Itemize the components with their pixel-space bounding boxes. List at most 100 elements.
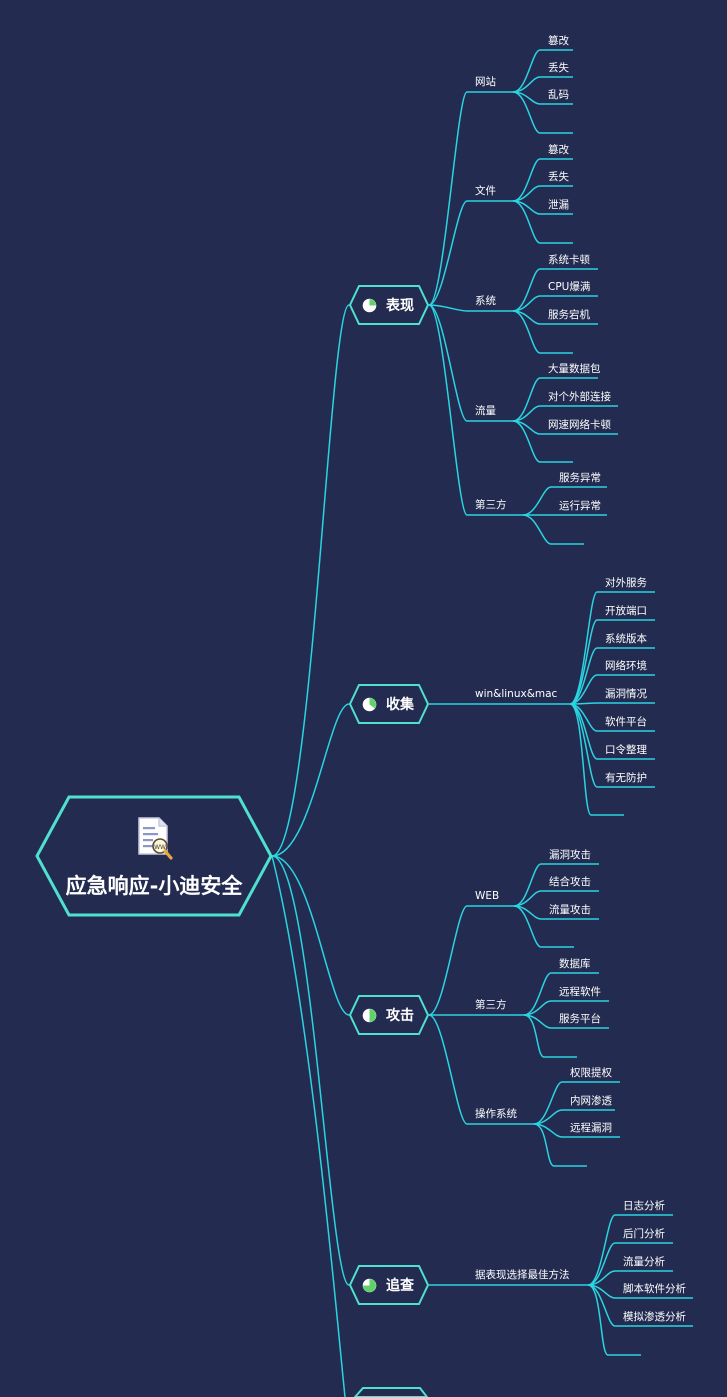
connector-leaf-2-0-0 [513,863,542,907]
connector-0-0 [428,91,468,306]
leaf-1-0-0[interactable]: 对外服务 [605,577,647,589]
leaf-0-0-1[interactable]: 丢失 [548,62,569,74]
leaf-0-3-1[interactable]: 对个外部连接 [548,391,611,403]
connector-leaf-3-0-5 [587,1284,609,1356]
connector-leaf-0-1-3 [512,200,541,244]
root-node-shape [35,795,273,917]
document-search-icon: WW [138,817,173,860]
leaf-3-0-2[interactable]: 流量分析 [623,1256,665,1268]
leaf-0-0-0[interactable]: 篡改 [548,35,569,47]
sub-node-0-0[interactable]: 网站 [475,76,496,88]
leaf-1-0-1[interactable]: 开放端口 [605,605,647,617]
leaf-0-1-0[interactable]: 篡改 [548,144,569,156]
pie-icon [362,1008,377,1023]
connector-root-1 [271,703,350,857]
leaf-3-0-0[interactable]: 日志分析 [623,1200,665,1212]
connector-leaf-2-0-1 [513,890,542,907]
connector-leaf-2-2-3 [533,1123,555,1167]
connector-root-offscreen [271,855,346,1397]
leaf-3-0-4[interactable]: 模拟渗透分析 [623,1311,686,1323]
sub-node-0-4[interactable]: 第三方 [475,499,507,511]
connector-leaf-1-0-0 [569,591,598,705]
pie-icon [362,1278,377,1293]
connector-leaf-3-0-0 [587,1214,616,1286]
main-node-2[interactable]: 攻击 [349,995,429,1035]
connector-leaf-1-0-3 [569,674,598,705]
leaf-2-2-2[interactable]: 远程漏洞 [570,1122,612,1134]
connector-leaf-0-0-3 [512,91,541,134]
connector-root-0 [271,304,350,857]
leaf-3-0-3[interactable]: 脚本软件分析 [623,1283,686,1295]
sub-node-2-1[interactable]: 第三方 [475,999,507,1011]
connector-leaf-3-0-1 [587,1242,616,1286]
sub-node-2-2[interactable]: 操作系统 [475,1108,517,1120]
main-node-1[interactable]: 收集 [349,684,429,724]
pie-icon [362,298,377,313]
svg-text:WW: WW [154,844,166,851]
sub-node-0-3[interactable]: 流量 [475,405,496,417]
connector-leaf-2-1-0 [523,972,552,1016]
connector-leaf-0-0-0 [512,49,541,93]
connector-leaf-2-1-3 [523,1014,545,1058]
leaf-0-3-2[interactable]: 网速网络卡顿 [548,419,611,431]
leaf-1-0-7[interactable]: 有无防护 [605,772,647,784]
leaf-0-2-2[interactable]: 服务宕机 [548,309,590,321]
leaf-0-2-0[interactable]: 系统卡顿 [548,254,590,266]
connector-root-2 [271,855,350,1016]
connector-leaf-2-0-3 [513,905,542,948]
connector-leaf-0-2-3 [512,310,541,354]
leaf-2-1-1[interactable]: 远程软件 [559,986,601,998]
connector-root-3 [271,855,350,1286]
leaf-0-1-2[interactable]: 泄漏 [548,199,569,211]
main-node-0[interactable]: 表现 [349,285,429,325]
leaf-1-0-3[interactable]: 网络环境 [605,660,647,672]
leaf-2-0-1[interactable]: 结合攻击 [549,876,591,888]
main-node-label-3: 追查 [386,1278,414,1294]
partial-main-node [353,1387,429,1397]
connector-leaf-0-4-2 [522,514,552,545]
main-node-3[interactable]: 追查 [349,1265,429,1305]
sub-node-0-1[interactable]: 文件 [475,185,496,197]
connector-0-3 [428,304,468,422]
leaf-0-4-1[interactable]: 运行异常 [559,500,601,512]
connector-leaf-0-4-0 [522,486,552,516]
leaf-1-0-6[interactable]: 口令整理 [605,744,647,756]
leaf-0-2-1[interactable]: CPU爆满 [548,281,591,293]
leaf-0-0-2[interactable]: 乱码 [548,89,569,101]
connector-leaf-0-3-3 [512,420,541,463]
main-node-label-2: 攻击 [386,1008,414,1024]
leaf-1-0-5[interactable]: 软件平台 [605,716,647,728]
leaf-0-3-0[interactable]: 大量数据包 [548,363,601,375]
leaf-0-4-0[interactable]: 服务异常 [559,472,601,484]
leaf-2-1-2[interactable]: 服务平台 [559,1013,601,1025]
main-node-label-1: 收集 [386,697,414,713]
leaf-0-1-1[interactable]: 丢失 [548,171,569,183]
connector-leaf-0-2-1 [512,295,541,312]
leaf-2-2-1[interactable]: 内网渗透 [570,1095,612,1107]
connector-leaf-1-0-1 [569,619,598,705]
connector-leaf-0-1-0 [512,158,541,202]
connector-0-2 [428,304,468,312]
connector-leaf-0-1-1 [512,185,541,202]
leaf-2-2-0[interactable]: 权限提权 [570,1067,612,1079]
connector-leaf-0-2-0 [512,268,541,312]
leaf-2-0-0[interactable]: 漏洞攻击 [549,849,591,861]
sub-node-3-0[interactable]: 据表现选择最佳方法 [475,1269,570,1281]
sub-node-1-0[interactable]: win&linux&mac [475,688,558,700]
connector-leaf-0-3-1 [512,405,541,422]
sub-node-2-0[interactable]: WEB [475,890,500,902]
connector-0-4 [428,304,468,516]
leaf-2-0-2[interactable]: 流量攻击 [549,904,591,916]
sub-node-0-2[interactable]: 系统 [475,295,496,307]
connector-leaf-1-0-2 [569,647,598,705]
connector-leaf-1-0-8 [569,703,592,816]
leaf-1-0-4[interactable]: 漏洞情况 [605,688,647,700]
connector-2-0 [428,905,468,1016]
leaf-3-0-1[interactable]: 后门分析 [623,1228,665,1240]
root-title: 应急响应-小迪安全 [65,874,243,898]
root-node[interactable]: WW 应急响应-小迪安全 [35,795,273,917]
leaf-2-1-0[interactable]: 数据库 [559,958,591,970]
connector-leaf-3-0-4 [587,1284,616,1327]
leaf-1-0-2[interactable]: 系统版本 [605,633,647,645]
